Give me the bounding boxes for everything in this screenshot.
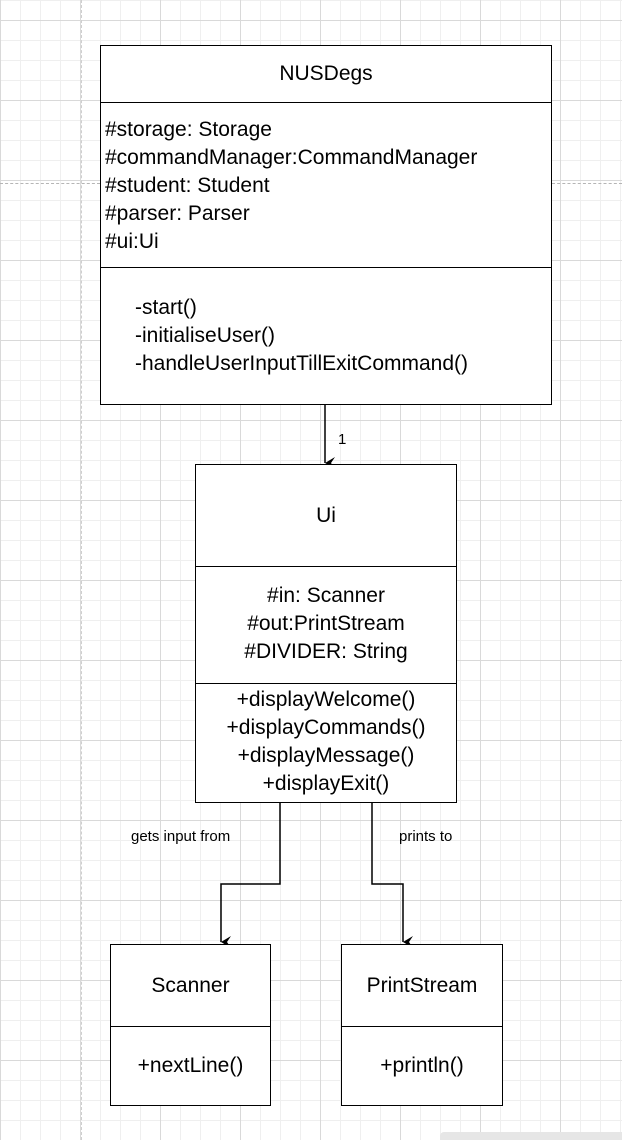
guide-line-right [552,183,622,184]
operation: +println() [380,1053,464,1077]
class-name: PrintStream [366,973,478,997]
attribute: #DIVIDER: String [244,640,408,663]
operation: +displayExit() [262,772,390,795]
operations-section: +nextLine() [111,1026,270,1104]
canvas-corner [440,1132,622,1140]
operations-section: -start() -initialiseUser() -handleUserIn… [101,267,551,378]
multiplicity-label: 1 [338,431,347,448]
attribute: #commandManager:CommandManager [105,146,478,169]
class-printstream[interactable]: PrintStream +println() [341,944,503,1106]
attribute: #storage: Storage [105,118,272,141]
association-ui-scanner[interactable] [220,803,281,948]
operation: -start() [135,296,197,319]
operation: +displayCommands() [226,716,426,739]
class-name: Scanner [151,973,230,997]
operations-section: +println() [342,1026,502,1104]
operation: -handleUserInputTillExitCommand() [135,352,469,375]
relation-label-prints-to: prints to [399,828,453,845]
association-ui-printstream[interactable] [371,803,413,948]
attributes-section: #storage: Storage #commandManager:Comman… [101,102,551,267]
operation: +displayMessage() [237,744,415,767]
class-name: Ui [316,503,336,527]
class-nusdegs[interactable]: NUSDegs #storage: Storage #commandManage… [100,45,552,405]
operation: -initialiseUser() [135,324,276,347]
attribute: #ui:Ui [105,230,159,253]
class-name: NUSDegs [279,62,373,85]
attribute: #in: Scanner [267,584,385,607]
operation: +nextLine() [137,1053,244,1077]
operations-section: +displayWelcome() +displayCommands() +di… [196,683,456,798]
attribute: #student: Student [105,174,270,197]
attributes-section: #in: Scanner #out:PrintStream #DIVIDER: … [196,566,456,683]
guide-line-vertical [81,0,82,1140]
attribute: #parser: Parser [105,202,250,225]
operation: +displayWelcome() [236,688,416,711]
relation-label-gets-input: gets input from [131,828,231,845]
class-ui[interactable]: Ui #in: Scanner #out:PrintStream #DIVIDE… [195,464,457,803]
class-scanner[interactable]: Scanner +nextLine() [110,944,271,1106]
guide-line-left [0,183,100,184]
attribute: #out:PrintStream [247,612,405,635]
